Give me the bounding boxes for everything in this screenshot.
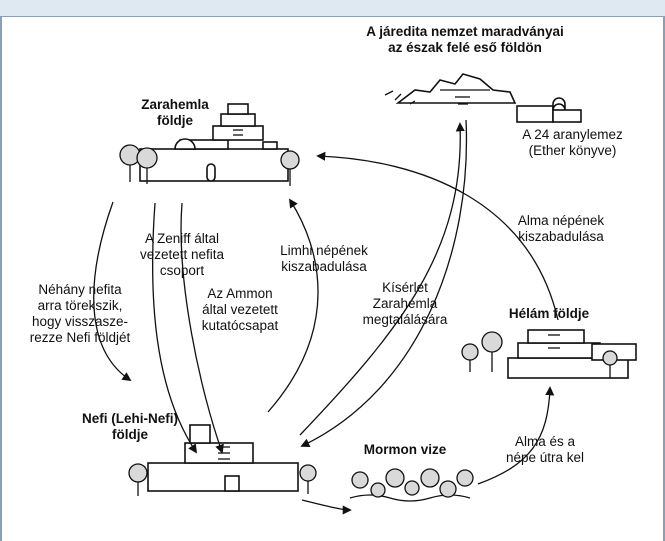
nefi-label: Nefi (Lehi-Nefi) földje (82, 411, 178, 442)
jaredite-remnants-label: A járedita nemzet maradványai az észak f… (366, 24, 564, 55)
mormon-waters-illustration (349, 468, 474, 502)
alma-escape-label: Alma népének kiszabadulása (517, 213, 605, 244)
reclaim-nefi-label: Néhány nefita arra törekszik, hogy vissz… (29, 282, 131, 345)
zarahemla-city-illustration (119, 103, 300, 186)
helam-city-illustration (461, 329, 637, 379)
zeniff-group-label: A Zeniff által vezetett nefita csoport (139, 231, 225, 278)
header-bar (0, 0, 665, 17)
nefi-city-illustration (128, 424, 317, 496)
helam-label: Hélám földje (508, 306, 590, 321)
gold-plates-label: A 24 aranylemez (Ether könyve) (522, 127, 623, 158)
limhi-escape-label: Limhi népének kiszabadulása (280, 243, 368, 274)
jaredite-ruins-illustration (384, 73, 582, 123)
mormon-waters-label: Mormon vize (363, 442, 447, 457)
alma-departs-label: Alma és a népe útra kel (505, 434, 585, 465)
ammon-party-label: Az Ammon által vezetett kutatócsapat (201, 286, 279, 333)
zarahemla-label: Zarahemla földje (141, 97, 209, 128)
journey-arrows (93, 119, 559, 515)
search-zarahemla-label: Kísérlet Zarahemla megtalálására (362, 280, 448, 327)
